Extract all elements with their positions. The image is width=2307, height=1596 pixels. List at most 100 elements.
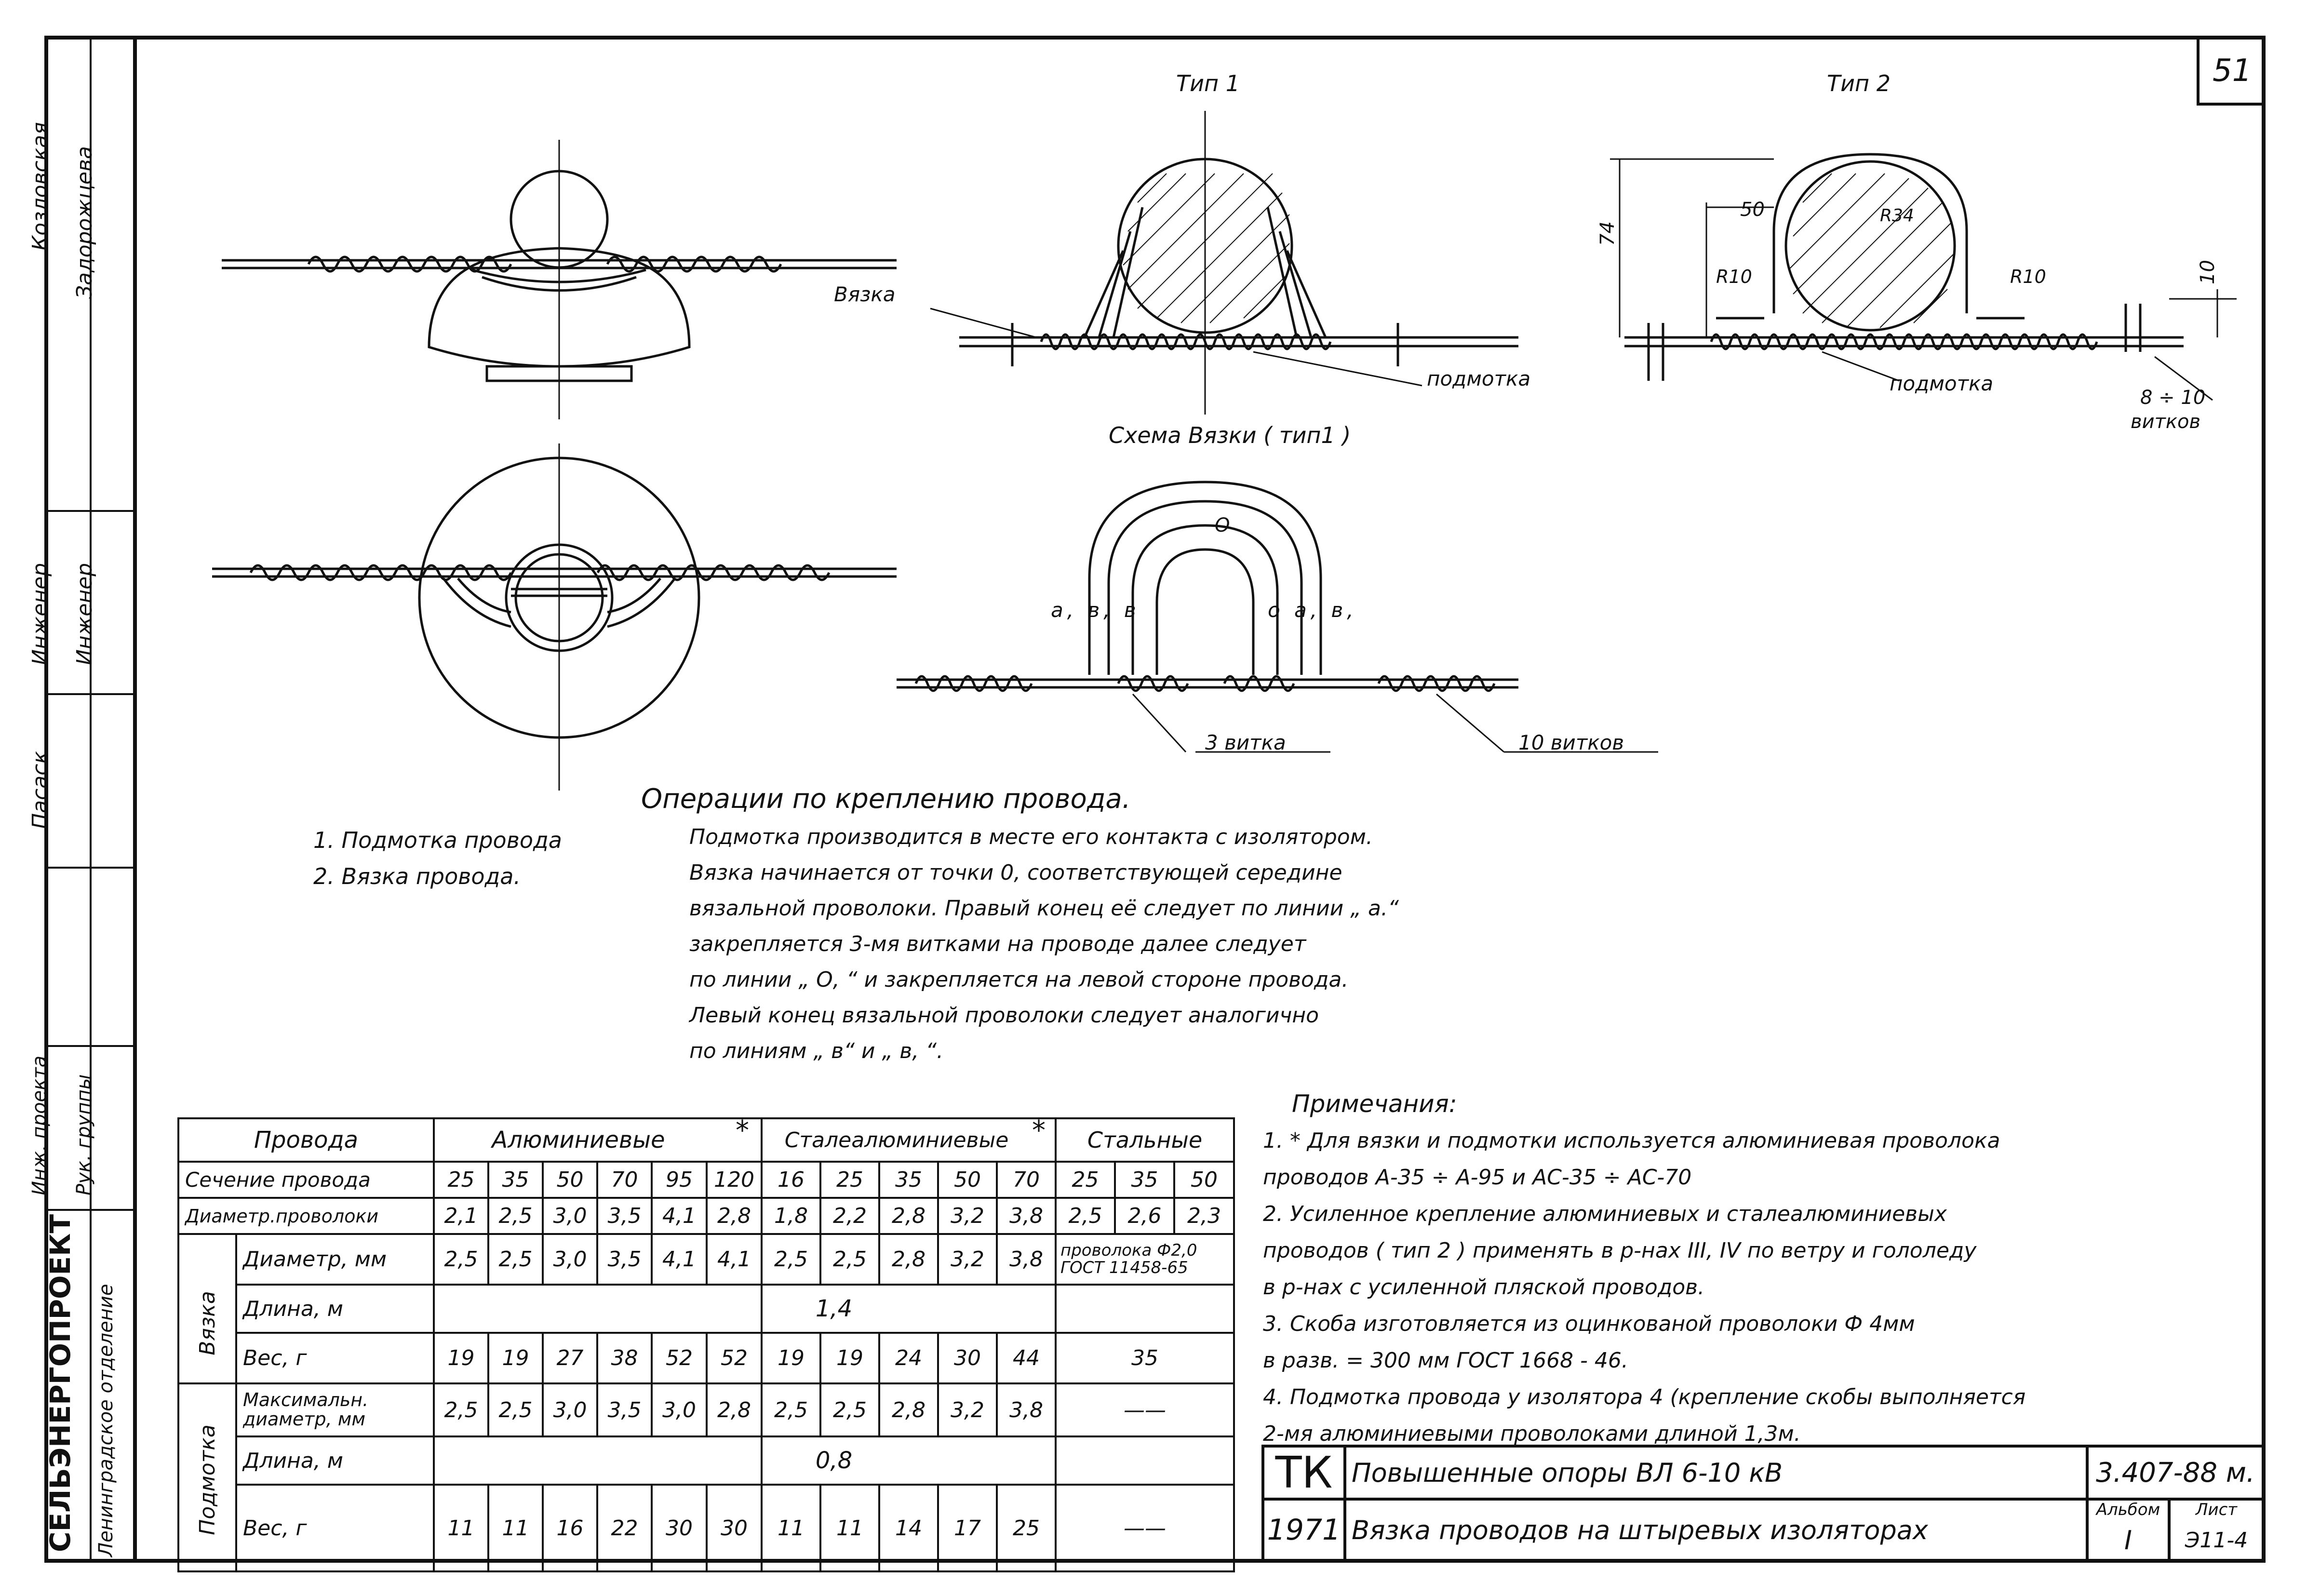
title-block-grid <box>1261 1445 2265 1562</box>
table-cell: 120 <box>714 1167 754 1192</box>
table-cell: 38 <box>611 1346 638 1370</box>
table-cell: 11 <box>778 1516 805 1541</box>
table-grid <box>177 1117 1235 1572</box>
table-cell: 2,5 <box>498 1204 533 1228</box>
table-cell: 19 <box>502 1346 529 1370</box>
table-cell: 2,8 <box>717 1397 751 1422</box>
title-line-2: Вязка проводов на штыревых изоляторах <box>1352 1515 1928 1545</box>
operations-line: по линиям „ в“ и „ в, “. <box>689 1039 943 1063</box>
type2-view <box>1610 153 2237 401</box>
insulator-side-view <box>222 140 897 419</box>
notes-text: 1. * Для вязки и подмотки используется а… <box>1263 1130 2025 1460</box>
note-line: 1. * Для вязки и подмотки используется а… <box>1263 1128 2000 1153</box>
table-cell: 35 <box>1131 1167 1158 1192</box>
table-cell: 2,5 <box>774 1247 808 1272</box>
table-cell: 3,5 <box>607 1204 642 1228</box>
notes-title: Примечания: <box>1292 1090 1457 1118</box>
sheet-number-box <box>2197 36 2265 106</box>
podmotka-weight-steel-dash: —— <box>1124 1516 1166 1541</box>
row-label-podmotka-diameter: Максимальн. диаметр, мм <box>243 1389 369 1430</box>
table-cell: 2,5 <box>444 1397 478 1422</box>
three-turns-label: 3 витка <box>1205 731 1286 754</box>
table-cell: 4,1 <box>662 1204 696 1228</box>
table-group-steel: Стальные <box>1087 1127 1203 1153</box>
vyazka-group-label: Вязка <box>195 1291 220 1355</box>
sheet-frame <box>44 36 2266 1563</box>
dim-50: 50 <box>1740 199 1765 221</box>
row-label-vyazka-diameter: Диаметр, мм <box>243 1247 387 1272</box>
table-cell: 2,5 <box>498 1247 533 1272</box>
table-cell: 35 <box>895 1167 922 1192</box>
row-label-vyazka-weight: Вес, г <box>243 1346 307 1370</box>
table-cell: 52 <box>721 1346 748 1370</box>
album-value: I <box>2124 1525 2132 1556</box>
table-cell: 19 <box>447 1346 475 1370</box>
table-cell: 4,1 <box>662 1247 696 1272</box>
side-strip-name-1: Козловская <box>28 122 53 251</box>
row-label-section: Сечение провода <box>185 1168 371 1192</box>
vyazka-weight-steel-value: 35 <box>1131 1346 1158 1370</box>
operations-line: Подмотка производится в месте его контак… <box>689 825 1373 849</box>
scheme-lines-right: о а, в, <box>1268 598 1357 622</box>
table-cell: 11 <box>447 1516 475 1541</box>
table-cell: 2,5 <box>444 1247 478 1272</box>
table-cell: 2,8 <box>717 1204 751 1228</box>
operations-title: Операции по креплению провода. <box>641 783 1131 815</box>
table-star-1: * <box>736 1114 749 1146</box>
note-line: 2. Усиленное крепление алюминиевых и ста… <box>1263 1202 1947 1226</box>
operation-step-1: 1. Подмотка провода <box>313 827 562 853</box>
side-strip-org: СЕЛЬЭНЕРГОПРОЕКТ <box>44 1214 77 1552</box>
table-cell: 30 <box>954 1346 981 1370</box>
operation-step-2: 2. Вязка провода. <box>313 863 521 889</box>
vyazka-label: Вязка <box>834 282 896 306</box>
side-strip-role-2: Инженер <box>72 563 97 665</box>
insulator-top-view <box>212 443 897 791</box>
table-cell: 35 <box>502 1167 529 1192</box>
table-cell: 25 <box>1072 1167 1099 1192</box>
table-cell: 24 <box>895 1346 922 1370</box>
binding-scheme <box>897 481 1658 753</box>
side-strip-branch: Ленинградское отделение <box>95 1284 117 1557</box>
ten-turns-label: 10 витков <box>1518 731 1624 754</box>
table-cell: 3,5 <box>607 1247 642 1272</box>
table-cell: 2,5 <box>833 1247 867 1272</box>
steel-wire-note: проволока Ф2,0 ГОСТ 11458-65 <box>1060 1240 1197 1277</box>
dim-74: 74 <box>1596 221 1619 246</box>
side-strip-name-2: Задорожцева <box>72 146 97 299</box>
table-cell: 2,5 <box>1068 1204 1102 1228</box>
table-cell: 2,1 <box>444 1204 478 1228</box>
row-label-podmotka-weight: Вес, г <box>243 1516 307 1541</box>
table-cell: 25 <box>447 1167 475 1192</box>
table-cell: 25 <box>1013 1516 1040 1541</box>
table-cell: 4,1 <box>717 1247 751 1272</box>
note-line: в разв. = 300 мм ГОСТ 1668 - 46. <box>1263 1348 1628 1373</box>
side-strip-role-3: Инж. проекта <box>28 1055 51 1195</box>
operations-line: вязальной проволоки. Правый конец её сле… <box>689 896 1399 921</box>
table-cell: 14 <box>895 1516 922 1541</box>
table-cell: 3,0 <box>662 1397 696 1422</box>
sheet-label: Лист <box>2195 1500 2238 1519</box>
dim-10: 10 <box>2197 260 2219 284</box>
table-cell: 2,5 <box>498 1397 533 1422</box>
table-cell: 11 <box>836 1516 863 1541</box>
turns-range-label: 8 ÷ 10 <box>2140 387 2206 409</box>
document-code: 3.407-88 м. <box>2096 1457 2255 1489</box>
table-cell: 3,8 <box>1009 1204 1043 1228</box>
podmotka-diameter-steel-dash: —— <box>1124 1397 1166 1422</box>
table-cell: 3,0 <box>553 1247 587 1272</box>
table-cell: 22 <box>611 1516 638 1541</box>
row-label-vyazka-length: Длина, м <box>243 1296 343 1321</box>
table-cell: 3,0 <box>553 1204 587 1228</box>
note-line: 2-мя алюминиевыми проволоками длиной 1,3… <box>1263 1422 1801 1446</box>
turns-word-label: витков <box>2131 411 2201 433</box>
table-star-2: * <box>1032 1114 1046 1146</box>
type2-label: Тип 2 <box>1827 70 1891 96</box>
table-cell: 16 <box>556 1516 584 1541</box>
side-strip-role-4: Рук. группы <box>73 1074 95 1195</box>
operations-line: закрепляется 3-мя витками на проводе дал… <box>689 932 1306 956</box>
table-cell: 50 <box>954 1167 981 1192</box>
table-cell: 95 <box>666 1167 693 1192</box>
table-cell: 2,5 <box>774 1397 808 1422</box>
table-cell: 30 <box>721 1516 748 1541</box>
